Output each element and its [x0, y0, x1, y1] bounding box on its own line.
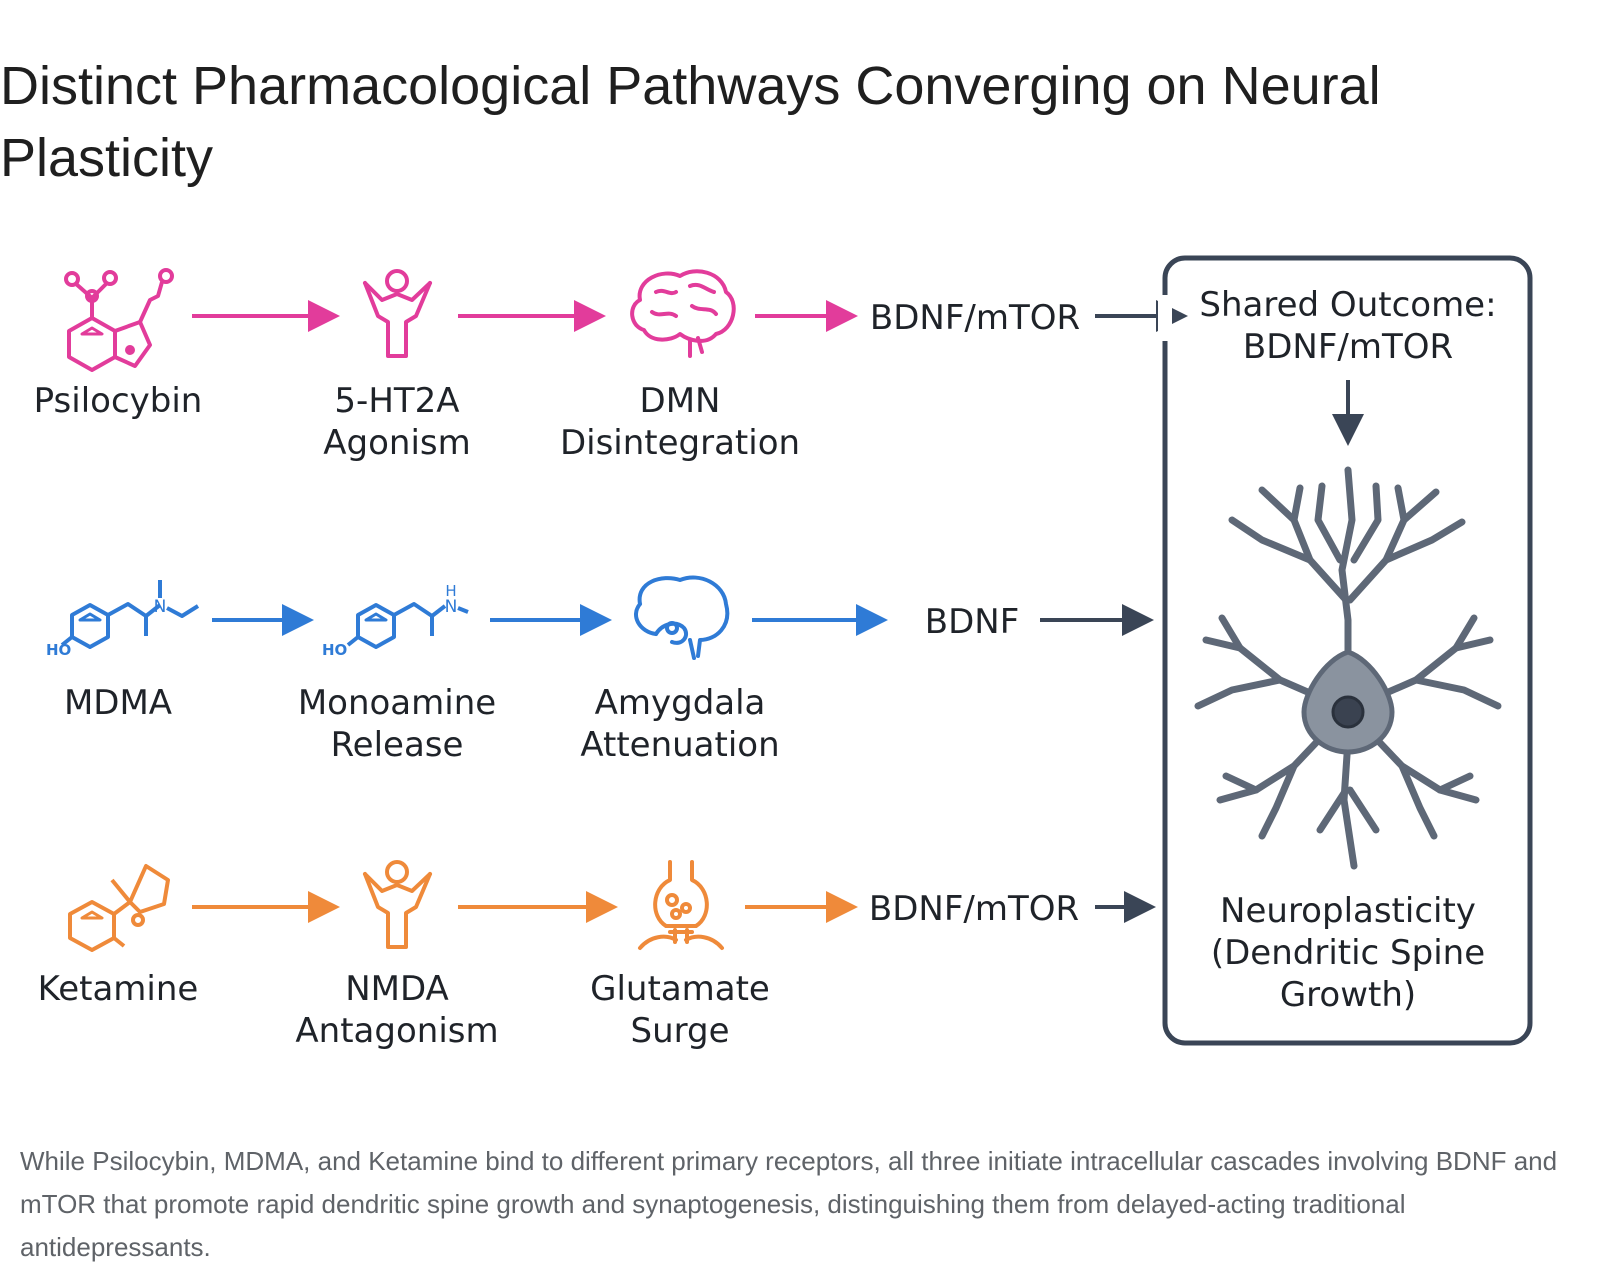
brain-icon: [630, 269, 736, 358]
nmda-receptor-icon: [363, 860, 432, 949]
mdma-ho-label: HO: [46, 641, 71, 659]
ketamine-target-label: BDNF/mTOR: [869, 889, 1079, 929]
nmda-label-line2: Antagonism: [295, 1011, 498, 1051]
outcome-result-line2: (Dendritic Spine: [1211, 933, 1485, 973]
amygdala-label-line2: Attenuation: [580, 725, 779, 765]
target-label: BDNF/mTOR: [870, 298, 1080, 338]
outcome-box-gap: [1158, 295, 1172, 341]
receptor-icon: [363, 269, 432, 358]
monoamine-molecule-icon: [346, 602, 469, 649]
nmda-label-line1: NMDA: [345, 969, 449, 1009]
monoamine-n-label: N: [445, 597, 458, 617]
pathway-diagram: Psilocybin 5-HT2A Agonism DMN Disintegra…: [34, 255, 1533, 1051]
ketamine-molecule-icon: [68, 864, 170, 952]
outcome-heading-line2: BDNF/mTOR: [1243, 327, 1453, 367]
release-label-line2: Release: [331, 725, 464, 765]
outcome-result-line3: Growth): [1280, 975, 1416, 1015]
receptor-label-line1: 5-HT2A: [334, 381, 459, 421]
amygdala-label-line1: Amygdala: [595, 683, 766, 723]
glutamate-label-line2: Surge: [630, 1011, 729, 1051]
glutamate-label-line1: Glutamate: [590, 969, 770, 1009]
mdma-label: MDMA: [64, 683, 172, 723]
receptor-label-line2: Agonism: [323, 423, 470, 463]
figure-caption: While Psilocybin, MDMA, and Ketamine bin…: [20, 1146, 1558, 1262]
neuron-icon: [1194, 466, 1502, 870]
psilocybin-molecule-icon: [64, 268, 174, 372]
release-label-line1: Monoamine: [298, 683, 496, 723]
outcome-box: [1162, 255, 1533, 1046]
synapse-icon: [638, 860, 724, 950]
neuron-nucleus: [1331, 695, 1365, 729]
ketamine-label: Ketamine: [38, 969, 199, 1009]
page-title: Distinct Pharmacological Pathways Conver…: [0, 56, 1381, 188]
monoamine-h-label: H: [445, 582, 456, 600]
monoamine-ho-label: HO: [322, 641, 347, 659]
outcome-heading-line1: Shared Outcome:: [1199, 285, 1496, 325]
mdma-molecule-icon: [60, 580, 200, 649]
outcome-result-line1: Neuroplasticity: [1220, 891, 1476, 931]
mdma-n-label: N: [154, 597, 167, 617]
bdnf-label: BDNF: [925, 602, 1020, 642]
psilocybin-label: Psilocybin: [34, 381, 203, 421]
effect-label-line1: DMN: [640, 381, 721, 421]
brain-amygdala-icon: [634, 575, 730, 660]
effect-label-line2: Disintegration: [560, 423, 800, 463]
